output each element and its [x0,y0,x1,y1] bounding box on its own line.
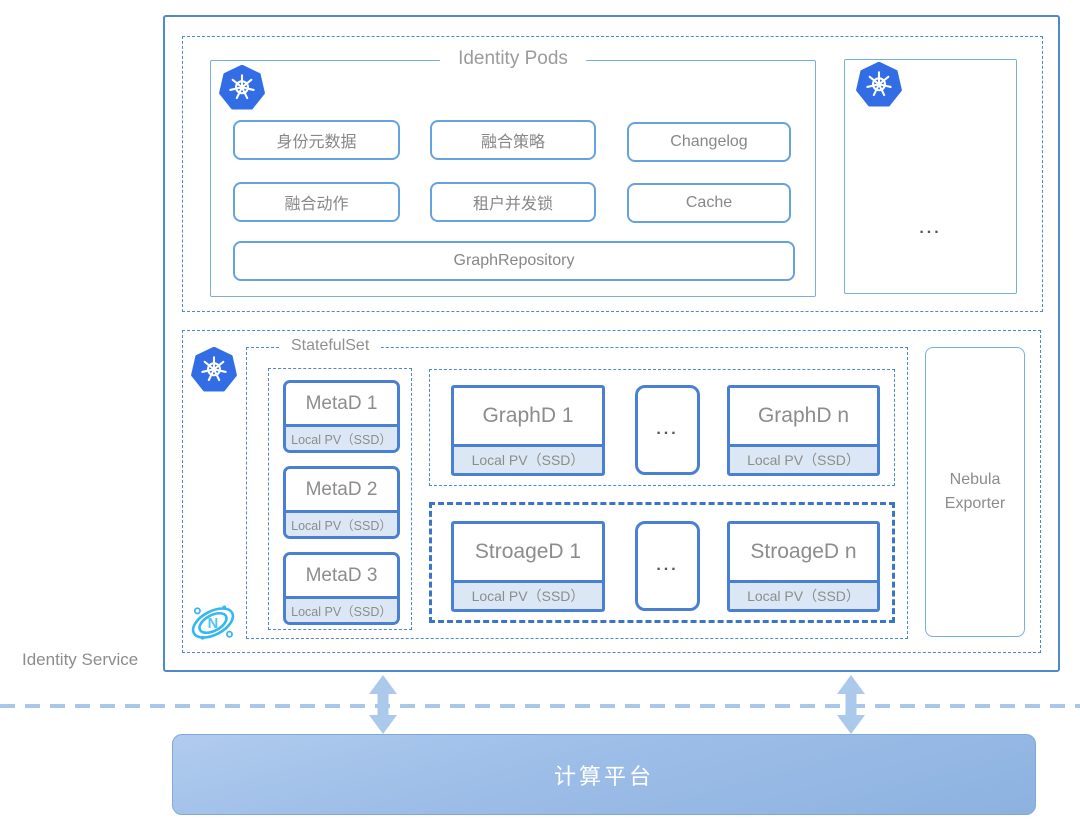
local-pv-label: Local PV（SSD） [730,580,877,609]
graphd-group [429,369,895,486]
module-tenant-lock: 租户并发锁 [430,182,596,222]
module-fusion-policy: 融合策略 [430,120,596,160]
pod-metad-1: MetaD 1 Local PV（SSD） [283,380,400,453]
nebula-exporter-box: Nebula Exporter [925,347,1025,637]
boundary-dashed-line [0,704,1080,708]
storaged-ellipsis: ... [656,557,679,574]
nebula-graph-icon: N [191,605,235,640]
statefulset-dashed-region [182,330,1041,653]
pod-storaged-n: StroageD n Local PV（SSD） [727,521,880,612]
double-arrow-icon [369,675,397,734]
local-pv-label: Local PV（SSD） [454,580,602,609]
storaged-ellipsis-box: ... [635,521,700,611]
compute-platform-box: 计算平台 [172,734,1036,815]
identity-service-box [163,15,1060,672]
double-arrow-icon [837,675,865,734]
module-graph-repository: GraphRepository [233,241,795,281]
storaged-group [429,502,895,623]
local-pv-label: Local PV（SSD） [454,444,602,473]
module-cache: Cache [627,183,791,223]
pod-name: GraphD n [757,404,850,427]
pod-name: StroageD 1 [474,540,582,563]
module-identity-metadata: 身份元数据 [233,120,400,160]
pod-name: GraphD 1 [482,404,574,427]
pod-name: MetaD 1 [305,392,378,414]
local-pv-label: Local PV（SSD） [286,424,397,450]
pod-name: MetaD 2 [305,478,378,500]
pod-metad-3: MetaD 3 Local PV（SSD） [283,552,400,625]
statefulset-title: StatefulSet [279,337,382,355]
svg-text:N: N [208,616,219,632]
more-pods-ellipsis: ... [919,220,942,237]
pod-name: StroageD n [750,540,857,563]
graphd-ellipsis-box: ... [635,385,700,475]
metad-group [268,368,412,630]
pod-metad-2: MetaD 2 Local PV（SSD） [283,466,400,539]
graphd-ellipsis: ... [656,421,679,438]
pod-graphd-1: GraphD 1 Local PV（SSD） [451,385,605,476]
kubernetes-icon [856,62,902,107]
identity-pods-title: Identity Pods [440,48,586,70]
identity-service-label: Identity Service [22,650,139,669]
pod-storaged-1: StroageD 1 Local PV（SSD） [451,521,605,612]
pod-graphd-n: GraphD n Local PV（SSD） [727,385,880,476]
local-pv-label: Local PV（SSD） [730,444,877,473]
module-changelog: Changelog [627,122,791,162]
kubernetes-icon [191,347,237,392]
kubernetes-icon [219,65,265,110]
identity-pods-dashed-region [182,36,1043,312]
local-pv-label: Local PV（SSD） [286,510,397,536]
pod-name: MetaD 3 [305,564,378,586]
local-pv-label: Local PV（SSD） [286,596,397,622]
module-fusion-action: 融合动作 [233,182,400,222]
statefulset-box: StatefulSet [246,337,908,639]
